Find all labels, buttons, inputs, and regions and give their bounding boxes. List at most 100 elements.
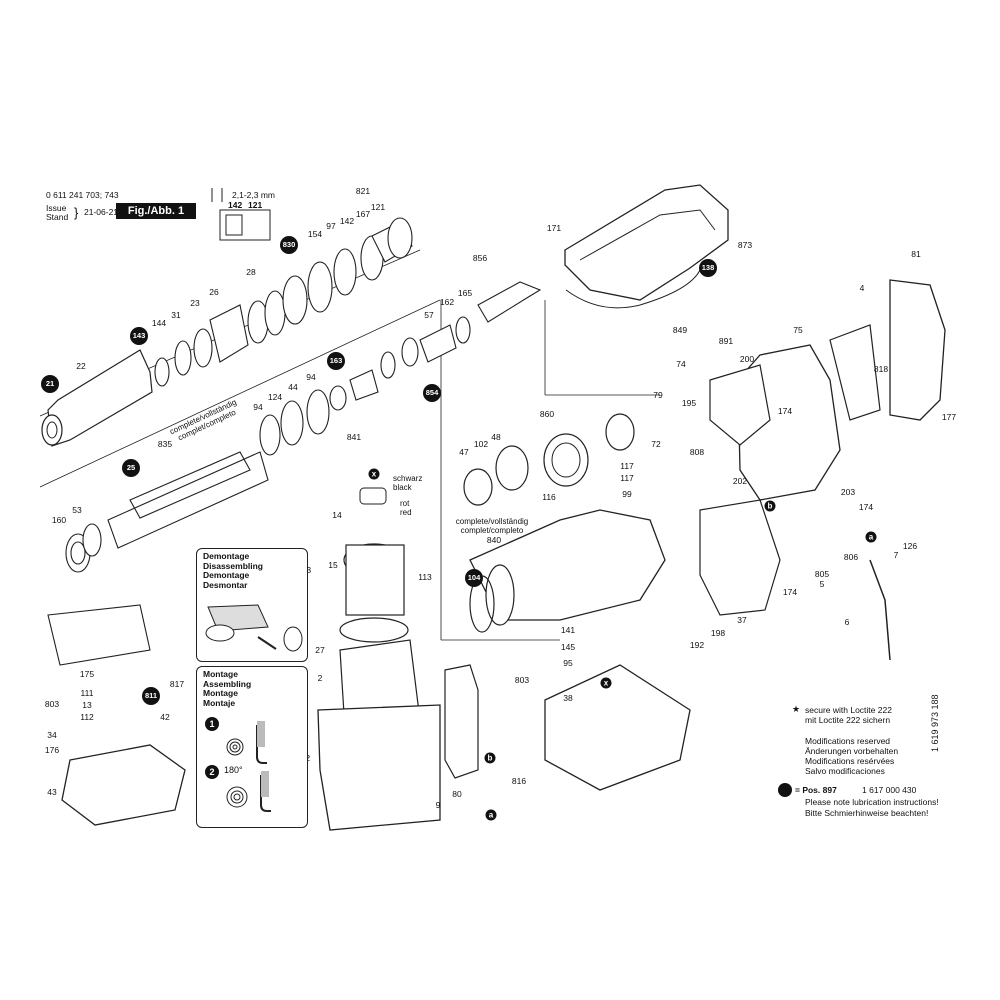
wire-rot: rot — [400, 499, 410, 508]
wire-red-label: rot red — [400, 499, 412, 517]
part-callout: 79 — [653, 390, 663, 400]
part-callout: 891 — [718, 336, 734, 346]
issue-date: 21-06-21 — [84, 207, 119, 217]
wire-black-label: schwarz black — [393, 474, 422, 492]
part-callout: 165 — [457, 288, 473, 298]
assembly-title: Montage Assembling Montage Montaje — [197, 667, 307, 708]
part-callout: 113 — [418, 572, 432, 582]
rotation-angle: 180° — [224, 765, 243, 775]
part-callout: 43 — [47, 787, 57, 797]
part-callout: 7 — [893, 550, 899, 560]
wire-black: black — [393, 483, 412, 492]
part-callout: 44 — [288, 382, 298, 392]
loctite-note-de: mit Loctite 222 sichern — [805, 715, 891, 725]
connection-marker: b — [484, 752, 496, 764]
part-callout: 81 — [911, 249, 921, 259]
part-callout: 23 — [190, 298, 200, 308]
part-callout: 841 — [346, 432, 362, 442]
star-icon: ★ — [792, 704, 801, 714]
part-callout: 74 — [676, 359, 686, 369]
disassembly-line-de: Demontage — [203, 551, 250, 561]
part-callout: 840 — [486, 535, 502, 545]
part-callout: 94 — [253, 402, 263, 412]
part-callout: 53 — [72, 505, 82, 515]
group-badge: 21 — [41, 375, 59, 393]
part-callout: 102 — [473, 439, 489, 449]
disassembly-line-en: Disassembling — [203, 560, 263, 571]
part-callout: 26 — [209, 287, 219, 297]
part-callout: 95 — [563, 658, 573, 668]
part-callout: 167 — [355, 209, 371, 219]
part-callout: 803 — [44, 699, 60, 709]
group-badge: 811 — [142, 687, 160, 705]
figure-label: Fig./Abb. 1 — [116, 203, 196, 219]
disassembly-box: Demontage Disassembling Demontage Desmon… — [196, 548, 308, 662]
part-callout: 117 — [620, 473, 634, 483]
group-badge: 143 — [130, 327, 148, 345]
wire-schwarz: schwarz — [393, 474, 423, 483]
part-callout: 48 — [491, 432, 501, 442]
part-callout: 849 — [672, 325, 688, 335]
pos-label: = Pos. 897 — [795, 785, 837, 795]
part-callout: 203 — [840, 487, 856, 497]
part-callout: 817 — [169, 679, 185, 689]
part-callout: 28 — [246, 267, 256, 277]
group-badge: 854 — [423, 384, 441, 402]
group-badge: 104 — [465, 569, 483, 587]
part-callout: 75 — [793, 325, 803, 335]
part-callout: 177 — [941, 412, 957, 422]
disassembly-line-fr: Demontage — [203, 570, 250, 580]
part-callout: 162 — [439, 297, 455, 307]
part-callout: 142 — [339, 216, 355, 226]
issue-label: Issue — [46, 203, 67, 213]
assembly-line-es: Montaje — [203, 697, 236, 708]
part-callout: 126 — [902, 541, 918, 551]
part-callout: 94 — [306, 372, 316, 382]
group-badge: 830 — [280, 236, 298, 254]
disassembly-illustration — [205, 604, 303, 652]
part-callout: 860 — [539, 409, 555, 419]
part-callout: 202 — [732, 476, 748, 486]
connection-marker: b — [764, 500, 776, 512]
complete-label-line: complet/completo — [460, 526, 524, 535]
part-callout: 856 — [472, 253, 488, 263]
part-callout: 141 — [560, 625, 576, 635]
assembly-line-fr: Montage — [203, 688, 238, 698]
wire-red: red — [400, 508, 412, 517]
part-callout: 31 — [171, 310, 181, 320]
loctite-note-en: secure with Loctite 222 — [805, 705, 892, 715]
part-callout: 111 — [80, 688, 94, 698]
part-callout: 116 — [542, 492, 556, 502]
brace: } — [74, 205, 79, 220]
modifications-de: Änderungen vorbehalten — [805, 746, 899, 756]
part-callout: 97 — [326, 221, 336, 231]
part-callout: 808 — [689, 447, 705, 457]
part-callout: 821 — [355, 186, 371, 196]
part-callout: 27 — [315, 645, 325, 655]
part-callout: 80 — [452, 789, 462, 799]
dim-part-2: 121 — [248, 200, 263, 210]
part-callout: 5 — [819, 579, 825, 589]
part-callout: 805 — [814, 569, 830, 579]
assembly-line-de: Montage — [203, 669, 238, 679]
part-callout: 13 — [82, 700, 92, 710]
connection-marker: a — [485, 809, 497, 821]
dimension-note: 2,1-2,3 mm — [232, 190, 275, 200]
part-callout: 192 — [689, 640, 705, 650]
complete-label-line: complete/vollständig — [455, 517, 529, 526]
part-callout: 37 — [737, 615, 747, 625]
part-callout: 174 — [782, 587, 798, 597]
connection-marker: x — [368, 468, 380, 480]
part-callout: 4 — [859, 283, 865, 293]
group-badge: 25 — [122, 459, 140, 477]
part-callout: 121 — [370, 202, 386, 212]
part-callout: 195 — [681, 398, 697, 408]
lubrication-note-en: Please note lubrication instructions! — [805, 797, 939, 807]
part-callout: 160 — [51, 515, 67, 525]
step-1-badge: 1 — [205, 717, 219, 731]
part-callout: 806 — [843, 552, 859, 562]
stand-label: Stand — [46, 212, 69, 222]
lubrication-note-de: Bitte Schmierhinweise beachten! — [805, 808, 929, 818]
modifications-es: Salvo modificaciones — [805, 766, 885, 776]
